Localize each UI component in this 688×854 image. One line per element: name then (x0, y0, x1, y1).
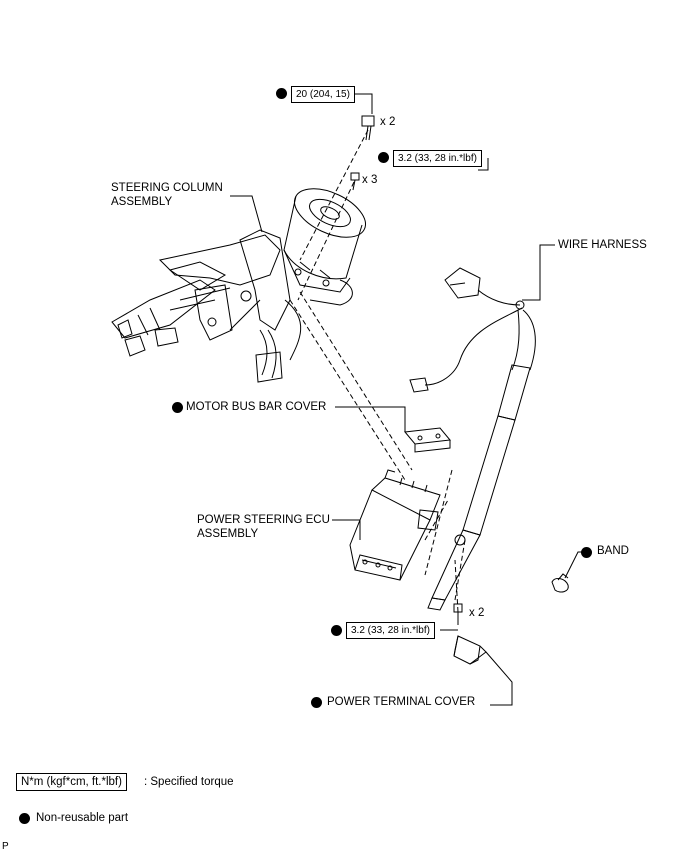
torque-spec-bolt: 20 (204, 15) (291, 86, 355, 103)
nonreusable-marker-terminal-cover (311, 697, 322, 708)
nonreusable-marker-bus-bar (172, 402, 183, 413)
screw-3-2nm-bottom (453, 603, 463, 625)
label-steering-column-line2: ASSEMBLY (111, 196, 173, 208)
quantity-screw-top: x 3 (362, 174, 378, 186)
legend-torque-box: N*m (kgf*cm, ft.*lbf) (16, 773, 127, 791)
bolt-20nm (361, 115, 375, 141)
nonreusable-marker-band (581, 547, 592, 558)
torque-spec-screw-top: 3.2 (33, 28 in.*lbf) (393, 150, 482, 167)
quantity-screw-bottom: x 2 (469, 607, 485, 619)
torque-spec-screw-bottom: 3.2 (33, 28 in.*lbf) (346, 622, 435, 639)
band-part (551, 573, 569, 593)
motor-bus-bar-cover (404, 427, 451, 453)
label-power-terminal-cover: POWER TERMINAL COVER (327, 696, 476, 708)
label-band: BAND (597, 545, 629, 557)
legend-nonreusable-text: Non-reusable part (36, 812, 129, 824)
power-steering-ecu-assembly (349, 469, 441, 581)
legend-nonreusable-dot (19, 813, 30, 824)
quantity-bolt: x 2 (380, 116, 396, 128)
power-terminal-cover-part (453, 635, 487, 665)
corner-mark: P (2, 841, 9, 852)
legend-torque-text: : Specified torque (144, 776, 234, 788)
steering-column-assembly (111, 229, 302, 383)
label-ecu-line2: ASSEMBLY (197, 528, 259, 540)
wire-harness (409, 267, 536, 611)
label-steering-column-line1: STEERING COLUMN (111, 182, 223, 194)
label-wire-harness: WIRE HARNESS (558, 239, 647, 251)
label-motor-bus-bar-cover: MOTOR BUS BAR COVER (186, 401, 327, 413)
nonreusable-marker-middle (378, 152, 389, 163)
motor (283, 188, 366, 306)
assembly-dashed-lines (289, 129, 466, 613)
screw-3-2nm-top (350, 172, 360, 191)
label-ecu-line1: POWER STEERING ECU (197, 514, 330, 526)
nonreusable-marker-top (276, 88, 287, 99)
nonreusable-marker-bottom (331, 625, 342, 636)
